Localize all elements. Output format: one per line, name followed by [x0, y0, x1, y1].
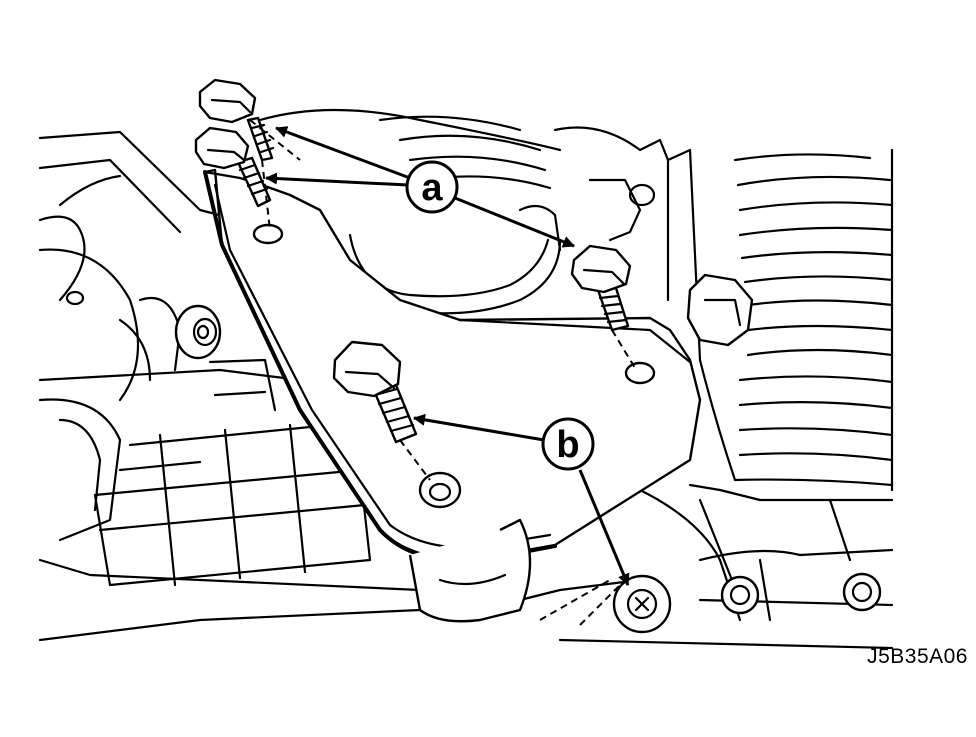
bolt-b-pan — [612, 574, 672, 634]
bolt-a-upper-1 — [198, 78, 275, 162]
case-bolt-head — [174, 304, 222, 360]
bracket-hole-lower — [418, 471, 462, 509]
pan-bolt-2 — [842, 572, 882, 612]
pan-bolt-1 — [720, 575, 760, 615]
callout-b: b — [541, 417, 595, 471]
transmission-case — [38, 130, 422, 642]
engine-block — [518, 126, 894, 650]
figure-id: J5B35A06 — [867, 645, 968, 668]
mount-bracket — [203, 168, 702, 623]
callout-b-leaders — [413, 413, 630, 586]
callout-a-leaders — [265, 126, 575, 248]
callout-a: a — [405, 160, 459, 214]
engine-drain-plug — [686, 273, 754, 347]
bracket-hole-right — [624, 361, 656, 385]
bracket-hole-upper — [252, 223, 284, 245]
bolt-b-lower — [332, 340, 418, 444]
callout-b-label: b — [556, 424, 579, 466]
callout-a-label: a — [421, 167, 443, 209]
bolt-a-right — [570, 244, 632, 332]
